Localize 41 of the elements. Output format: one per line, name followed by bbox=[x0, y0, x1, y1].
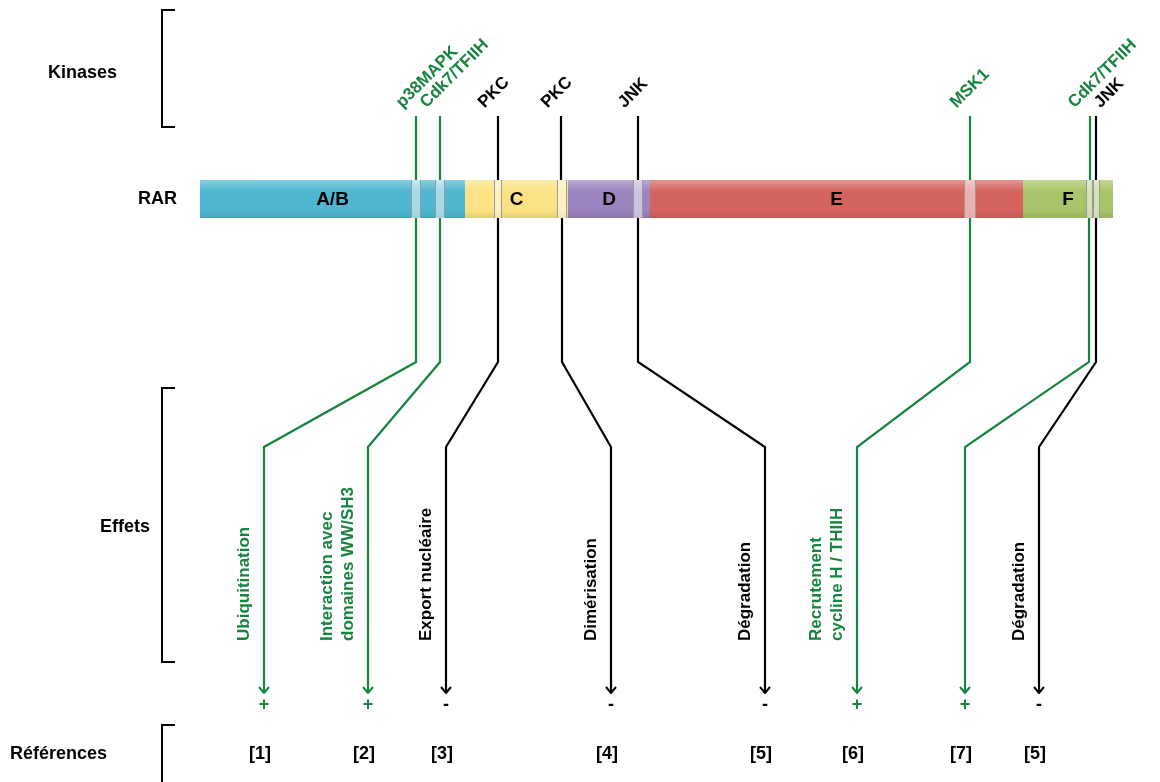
site-band bbox=[633, 180, 643, 218]
row-label: Effets bbox=[100, 516, 150, 537]
site-band bbox=[964, 180, 976, 218]
arrow bbox=[1033, 218, 1098, 694]
reference-label: [5] bbox=[750, 743, 772, 764]
reference-label: [4] bbox=[596, 743, 618, 764]
arrow bbox=[636, 218, 771, 694]
arrow bbox=[560, 218, 617, 694]
domain-segment: E bbox=[650, 180, 1023, 218]
domain-segment: F bbox=[1023, 180, 1113, 218]
row-label: Références bbox=[10, 743, 108, 764]
reference-label: [5] bbox=[1024, 743, 1046, 764]
effect-sign: + bbox=[847, 695, 867, 713]
reference-label: [6] bbox=[842, 743, 864, 764]
effect-sign: + bbox=[254, 695, 274, 713]
site-band bbox=[557, 180, 567, 218]
site-band bbox=[1085, 180, 1093, 218]
domain-segment: D bbox=[568, 180, 650, 218]
effect-sign: - bbox=[601, 695, 621, 713]
domain-segment: A/B bbox=[200, 180, 465, 218]
reference-label: [1] bbox=[249, 743, 271, 764]
arrow bbox=[959, 218, 1091, 694]
reference-label: [3] bbox=[431, 743, 453, 764]
reference-label: [2] bbox=[353, 743, 375, 764]
reference-label: [7] bbox=[950, 743, 972, 764]
site-band bbox=[435, 180, 445, 218]
effect-sign: - bbox=[436, 695, 456, 713]
site-band bbox=[411, 180, 421, 218]
effect-sign: - bbox=[1029, 695, 1049, 713]
domain-segment: C bbox=[465, 180, 568, 218]
row-label: RAR bbox=[138, 188, 177, 209]
row-label: Kinases bbox=[48, 62, 118, 83]
effect-sign: + bbox=[955, 695, 975, 713]
arrow bbox=[258, 218, 418, 694]
arrow bbox=[440, 218, 500, 694]
effect-sign: - bbox=[755, 695, 775, 713]
site-band bbox=[494, 180, 502, 218]
effect-sign: + bbox=[358, 695, 378, 713]
arrow bbox=[851, 218, 972, 694]
arrow bbox=[362, 218, 442, 694]
site-band bbox=[1092, 180, 1100, 218]
